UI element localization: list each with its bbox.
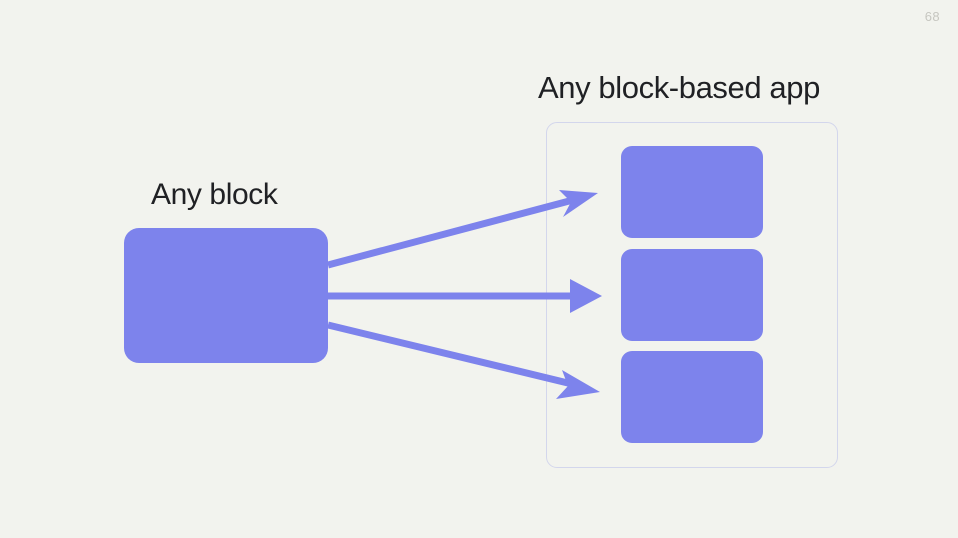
app-title: Any block-based app — [538, 70, 820, 105]
arrow-shaft-1 — [327, 196, 574, 269]
arrow-shaft-3 — [327, 321, 573, 388]
target-block-3 — [621, 351, 763, 443]
target-block-2 — [621, 249, 763, 341]
source-block-label: Any block — [151, 178, 278, 211]
target-block-1 — [621, 146, 763, 238]
page-number: 68 — [924, 9, 940, 24]
source-block — [124, 228, 328, 363]
